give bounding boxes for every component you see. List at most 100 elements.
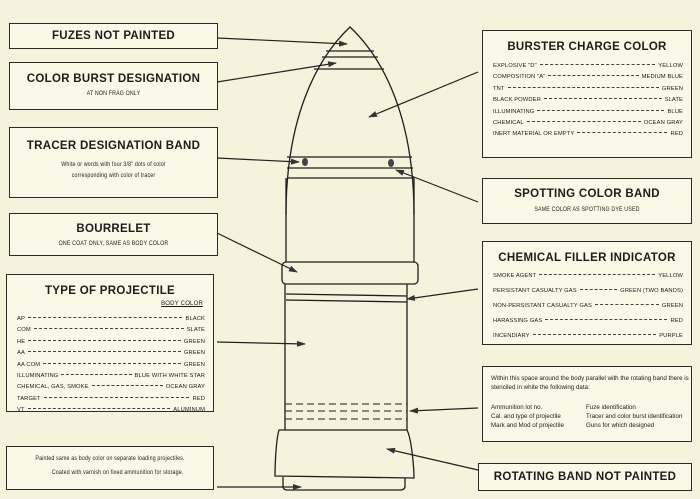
marking-intro-line-1: Within this space around the body parall… <box>491 375 689 382</box>
item-label: INERT MATERIAL OR EMPTY <box>493 131 575 138</box>
burster-charge-list: EXPLOSIVE "D" YELLOW COMPOSITION "A" MEDIU… <box>493 63 683 143</box>
callout-title: ROTATING BAND NOT PAINTED <box>493 471 677 483</box>
projectile-bourrelet <box>281 261 419 285</box>
item-value: GREEN <box>661 85 683 92</box>
item-label: TNT <box>493 85 505 92</box>
item-label: HE <box>17 338 26 345</box>
item-label: SMOKE AGENT <box>493 273 537 279</box>
callout-spotting-band: SPOTTING COLOR BAND SAME COLOR AS SPOTTI… <box>482 178 692 224</box>
callout-title: BOURRELET <box>76 223 151 235</box>
list-item: HARASSING GAS RED <box>493 318 683 333</box>
list-item: CHEMICAL OCEAN GRAY <box>493 120 683 131</box>
projectile-rotating-band <box>274 429 415 479</box>
item-label: EXPLOSIVE "D" <box>493 63 537 69</box>
item-value: OCEAN GRAY <box>643 119 683 126</box>
item-label: INCENDIARY <box>493 333 530 339</box>
item-label: TARGET <box>17 395 41 402</box>
marking-item: Ammunition lot no. <box>491 404 543 411</box>
callout-subtitle-line-1: White or words with four 3/8" dots of co… <box>61 161 166 168</box>
item-value: PURPLE <box>659 333 683 339</box>
item-value: SLATE <box>186 327 205 334</box>
callout-title: COLOR BURST DESIGNATION <box>26 73 201 85</box>
callout-subtitle: SAME COLOR AS SPOTTING DYE USED <box>534 206 640 213</box>
item-label: NON-PERSISTANT CASUALTY GAS <box>493 303 592 309</box>
list-item: NON-PERSISTANT CASUALTY GAS GREEN <box>493 303 683 318</box>
item-value: GREEN <box>183 338 205 345</box>
projectile-base <box>282 477 406 491</box>
base-note-line-1: Painted same as body color on separate l… <box>35 455 185 462</box>
item-value: BLUE WITH WHITE STAR <box>134 372 205 379</box>
marking-left-items: Ammunition lot no. Cal. and type of proj… <box>491 403 564 430</box>
callout-rotating-band: ROTATING BAND NOT PAINTED <box>478 463 692 491</box>
list-item: ILLUMINATING BLUE WITH WHITE STAR <box>17 373 205 384</box>
item-label: CHEMICAL <box>493 119 524 126</box>
list-item: BLACK POWDER SLATE <box>493 97 683 108</box>
callout-color-burst: COLOR BURST DESIGNATION AT NON FRAG ONLY <box>9 62 218 110</box>
list-item: SMOKE AGENT YELLOW <box>493 273 683 288</box>
list-item: AP BLACK <box>17 316 205 327</box>
marking-right-items: Fuze identification Tracer and color bur… <box>586 403 682 430</box>
item-label: ILLUMINATING <box>493 108 535 115</box>
list-item: INCENDIARY PURPLE <box>493 333 683 348</box>
callout-title: CHEMICAL FILLER INDICATOR <box>498 252 676 264</box>
item-value: OCEAN GRAY <box>165 384 205 391</box>
list-item: HE GREEN <box>17 339 205 350</box>
marking-item: Fuze identification <box>586 404 636 411</box>
list-item: AA GREEN <box>17 350 205 361</box>
callout-subtitle-line-2: corresponding with color of tracer <box>71 172 156 179</box>
item-value: BLACK <box>185 316 205 322</box>
callout-fuzes: FUZES NOT PAINTED <box>9 23 218 49</box>
item-label: VT <box>17 407 25 414</box>
item-label: AA <box>17 350 25 357</box>
callout-subtitle: AT NON FRAG ONLY <box>86 90 141 97</box>
callout-tracer-band: TRACER DESIGNATION BAND White or words w… <box>9 127 218 198</box>
item-label: BLACK POWDER <box>493 97 541 104</box>
item-label: ILLUMINATING <box>17 372 59 379</box>
callout-title: TYPE OF PROJECTILE <box>44 285 175 297</box>
marking-intro-line-2: stenciled in white the following data: <box>491 384 590 391</box>
list-item: TARGET RED <box>17 396 205 407</box>
list-item: PERSISTANT CASUALTY GAS GREEN (TWO BANDS) <box>493 288 683 303</box>
item-label: COM <box>17 327 31 334</box>
chemical-filler-list: SMOKE AGENT YELLOW PERSISTANT CASUALTY GA… <box>493 273 683 348</box>
item-label: AP <box>17 316 25 322</box>
item-value: RED <box>670 131 683 138</box>
item-value: GREEN <box>661 303 683 309</box>
item-value: RED <box>192 395 205 402</box>
item-value: RED <box>670 318 683 324</box>
list-item: INERT MATERIAL OR EMPTY RED <box>493 131 683 142</box>
list-item: CHEMICAL, GAS, SMOKE OCEAN GRAY <box>17 384 205 395</box>
callout-title: SPOTTING COLOR BAND <box>514 188 660 200</box>
item-value: GREEN (TWO BANDS) <box>620 288 683 294</box>
item-value: SLATE <box>664 97 683 104</box>
list-item: EXPLOSIVE "D" YELLOW <box>493 63 683 74</box>
list-item: TNT GREEN <box>493 86 683 97</box>
item-value: GREEN <box>183 350 205 357</box>
callout-title: FUZES NOT PAINTED <box>51 30 176 42</box>
item-label: COMPOSITION "A" <box>493 74 546 81</box>
item-value: YELLOW <box>658 63 683 69</box>
callout-burster-charge: BURSTER CHARGE COLOR EXPLOSIVE "D"YELLOW… <box>482 30 692 158</box>
marking-item: Cal. and type of projectile <box>491 413 561 420</box>
marking-item: Mark and Mod of projectile <box>491 422 564 429</box>
callout-marking-data: Within this space around the body parall… <box>482 366 692 442</box>
item-label: AA COM <box>17 361 41 368</box>
list-item: COM SLATE <box>17 327 205 338</box>
item-label: HARASSING GAS <box>493 318 543 324</box>
item-label: CHEMICAL, GAS, SMOKE <box>17 384 89 391</box>
callout-bourrelet: BOURRELET ONE COAT ONLY, SAME AS BODY CO… <box>9 213 218 256</box>
base-note-line-2: Coated with varnish on fixed ammunition … <box>51 469 184 476</box>
marking-item: Tracer and color burst identification <box>586 413 683 420</box>
list-item: COMPOSITION "A" MEDIUM BLUE <box>493 74 683 85</box>
item-value: YELLOW <box>658 273 683 279</box>
item-value: BLUE <box>667 108 683 115</box>
callout-chemical-filler: CHEMICAL FILLER INDICATOR SMOKE AGENT YEL… <box>482 241 692 345</box>
marking-item: Guns for which designed <box>586 422 655 429</box>
item-label: PERSISTANT CASUALTY GAS <box>493 288 577 294</box>
item-value: MEDIUM BLUE <box>641 74 683 81</box>
callout-subtitle: ONE COAT ONLY, SAME AS BODY COLOR <box>58 240 169 247</box>
